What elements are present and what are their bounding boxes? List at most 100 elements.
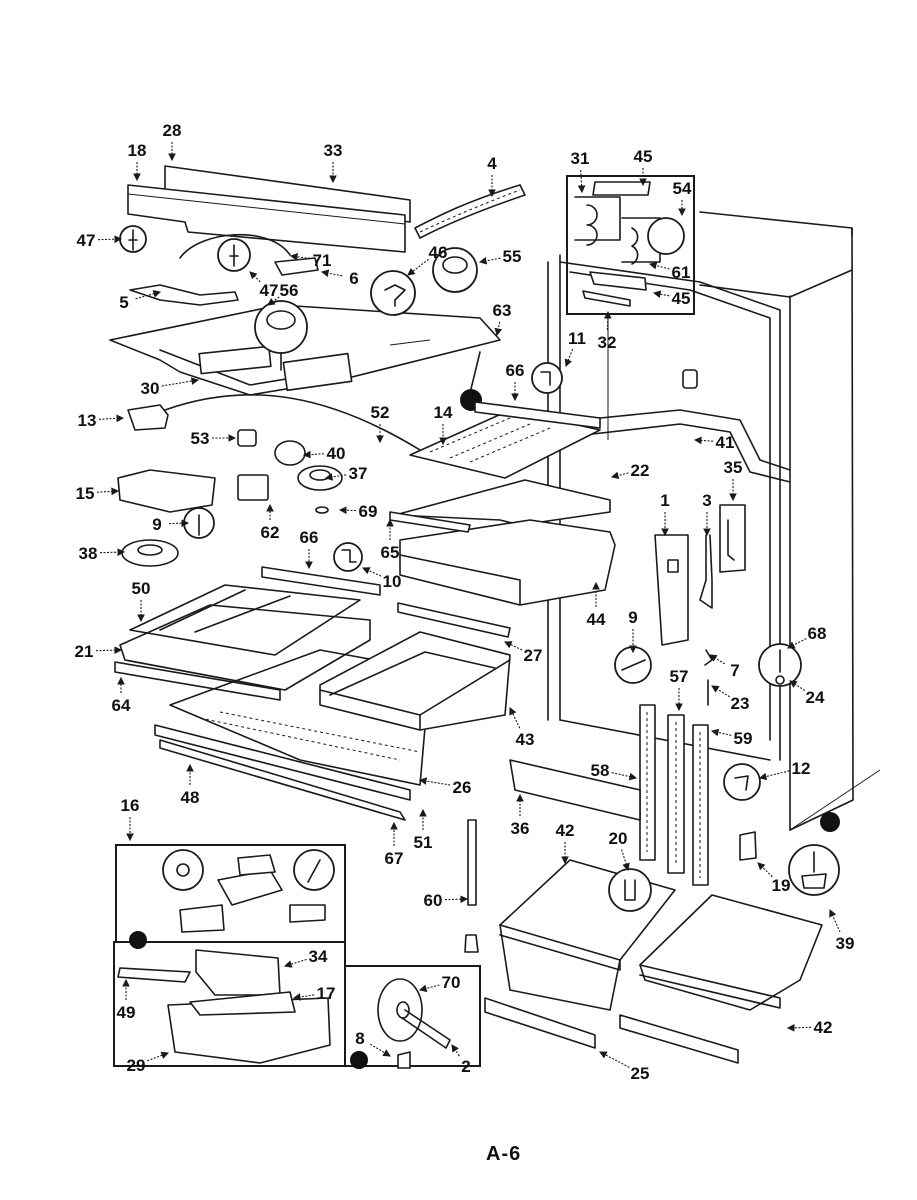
callout-45a: 45 <box>634 147 652 187</box>
callout-number: 18 <box>128 141 147 160</box>
callout-leader <box>302 450 325 459</box>
callout-leader <box>621 849 630 872</box>
callout-number: 48 <box>181 788 200 807</box>
callout-number: 50 <box>132 579 151 598</box>
callout-leader <box>361 567 382 577</box>
callout-leader <box>610 471 629 480</box>
callout-number: 46 <box>429 243 448 262</box>
callout-leader <box>161 377 200 387</box>
ice-maker-kit <box>113 844 481 1069</box>
callout-leader <box>564 348 574 368</box>
callout-32: 32 <box>598 310 617 352</box>
callout-number: 53 <box>191 429 210 448</box>
callout-number: 34 <box>309 947 328 966</box>
callout-number: 7 <box>730 661 739 680</box>
callout-number: 52 <box>371 403 390 422</box>
callout-39: 39 <box>829 908 854 953</box>
callout-36: 36 <box>511 793 529 838</box>
callout-leader <box>168 519 190 528</box>
callout-22: 22 <box>610 461 649 480</box>
callout-70: 70 <box>418 973 460 993</box>
meat-keeper <box>333 362 616 638</box>
callout-43: 43 <box>509 707 534 749</box>
callout-61: 61 <box>648 261 691 282</box>
callout-leader <box>829 908 841 933</box>
callout-28: 28 <box>163 121 181 162</box>
detail-box-31-45 <box>566 175 695 440</box>
callout-number: 40 <box>327 444 346 463</box>
callout-number: 65 <box>381 543 400 562</box>
callout-number: 16 <box>121 796 140 815</box>
callout-number: 30 <box>141 379 160 398</box>
callout-26: 26 <box>418 777 472 797</box>
callout-number: 26 <box>453 778 472 797</box>
callout-number: 71 <box>313 251 332 270</box>
callout-number: 29 <box>127 1056 146 1075</box>
callout-23: 23 <box>711 685 749 713</box>
callout-number: 62 <box>261 523 280 542</box>
callout-number: 12 <box>792 759 811 778</box>
callout-number: 32 <box>598 333 617 352</box>
callout-41: 41 <box>693 433 734 452</box>
cabinet <box>547 211 881 831</box>
callout-leader <box>509 707 521 729</box>
callout-71: 71 <box>289 251 332 270</box>
callout-2: 2 <box>451 1044 471 1076</box>
callout-59: 59 <box>710 728 753 748</box>
callout-57: 57 <box>670 667 689 712</box>
callout-number: 10 <box>383 572 402 591</box>
callout-13: 13 <box>78 411 125 430</box>
callout-20: 20 <box>609 829 630 872</box>
callout-number: 4 <box>487 154 497 173</box>
callout-9b: 9 <box>628 608 638 654</box>
callout-leader <box>710 728 732 737</box>
callout-leader <box>693 436 714 445</box>
callout-leader <box>98 414 125 423</box>
callout-56: 56 <box>267 281 299 306</box>
callout-number: 67 <box>385 849 404 868</box>
callout-number: 37 <box>349 464 368 483</box>
callout-leader <box>711 685 731 698</box>
callout-66b: 66 <box>300 528 319 570</box>
callout-leader <box>494 321 503 337</box>
callout-58: 58 <box>591 761 638 781</box>
callout-leader <box>338 506 357 515</box>
callout-51: 51 <box>414 808 432 852</box>
callout-number: 60 <box>424 891 443 910</box>
callout-leader <box>267 296 280 306</box>
callout-number: 57 <box>670 667 689 686</box>
callout-number: 3 <box>702 491 711 510</box>
callout-leader <box>451 1044 460 1057</box>
callout-number: 61 <box>672 263 691 282</box>
callout-65: 65 <box>381 518 400 562</box>
callout-number: 13 <box>78 411 97 430</box>
callout-52: 52 <box>371 403 390 444</box>
callout-number: 55 <box>503 247 522 266</box>
callout-number: 9 <box>628 608 637 627</box>
callout-64: 64 <box>112 676 131 715</box>
callout-38: 38 <box>79 544 126 563</box>
callout-leader <box>444 895 469 904</box>
callout-19: 19 <box>757 862 790 895</box>
callout-11: 11 <box>564 329 586 368</box>
top-trim <box>127 165 411 253</box>
crisper-drawers <box>464 759 823 1064</box>
callout-leader <box>95 646 123 655</box>
callout-number: 5 <box>119 293 128 312</box>
callout-number: 66 <box>300 528 319 547</box>
callout-number: 69 <box>359 502 378 521</box>
callout-number: 6 <box>349 269 358 288</box>
callout-number: 56 <box>280 281 299 300</box>
callout-number: 44 <box>587 610 606 629</box>
callout-leader <box>789 680 806 691</box>
callout-leader <box>709 654 725 665</box>
callout-leader <box>370 1043 391 1057</box>
callout-35: 35 <box>724 458 742 502</box>
callout-number: 59 <box>734 729 753 748</box>
callout-number: 63 <box>493 301 512 320</box>
callout-1: 1 <box>660 491 670 537</box>
detail-circles-top <box>119 225 482 411</box>
callout-44: 44 <box>587 581 606 629</box>
callout-number: 64 <box>112 696 131 715</box>
